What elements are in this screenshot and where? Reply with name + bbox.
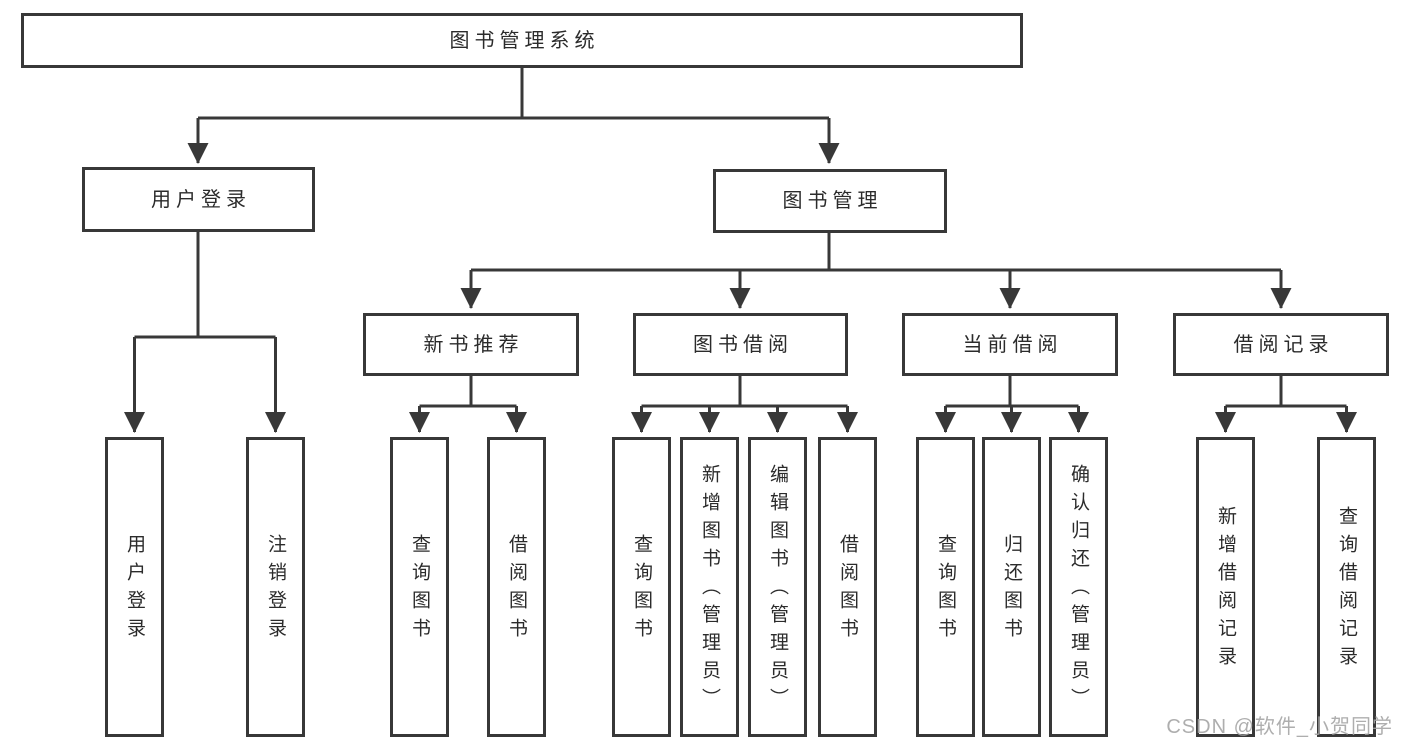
connector-borrow-records-split <box>1225 376 1347 408</box>
node-book-borrow: 图书借阅 <box>633 313 848 376</box>
leaf-borrow-books-1: 借阅图书 <box>487 437 546 737</box>
leaf-query-books-1: 查询图书 <box>390 437 449 737</box>
node-current-borrow: 当前借阅 <box>902 313 1118 376</box>
connector-user-login-split <box>134 232 276 339</box>
connector-book-management-split <box>471 233 1281 272</box>
csdn-watermark: CSDN @软件_小贺同学 <box>1166 716 1393 738</box>
leaf-query-borrow-record: 查询借阅记录 <box>1317 437 1376 737</box>
leaf-query-books-2: 查询图书 <box>612 437 671 737</box>
connector-root-split <box>198 68 829 120</box>
node-book-management: 图书管理 <box>713 169 947 233</box>
leaf-borrow-books-2: 借阅图书 <box>818 437 877 737</box>
connector-current-borrow-split <box>945 376 1079 408</box>
leaf-add-books-admin: 新增图书（管理员） <box>680 437 739 737</box>
connector-book-borrow-split <box>641 376 848 408</box>
leaf-logout: 注销登录 <box>246 437 305 737</box>
leaf-confirm-return-admin: 确认归还（管理员） <box>1049 437 1108 737</box>
node-borrow-records: 借阅记录 <box>1173 313 1389 376</box>
node-root-system: 图书管理系统 <box>21 13 1023 68</box>
leaf-edit-books-admin: 编辑图书（管理员） <box>748 437 807 737</box>
node-new-book-recommend: 新书推荐 <box>363 313 579 376</box>
leaf-return-books: 归还图书 <box>982 437 1041 737</box>
leaf-user-login: 用户登录 <box>105 437 164 737</box>
connector-new-book-recommend-split <box>419 376 517 408</box>
leaf-query-books-3: 查询图书 <box>916 437 975 737</box>
node-user-login: 用户登录 <box>82 167 315 232</box>
leaf-add-borrow-record: 新增借阅记录 <box>1196 437 1255 737</box>
